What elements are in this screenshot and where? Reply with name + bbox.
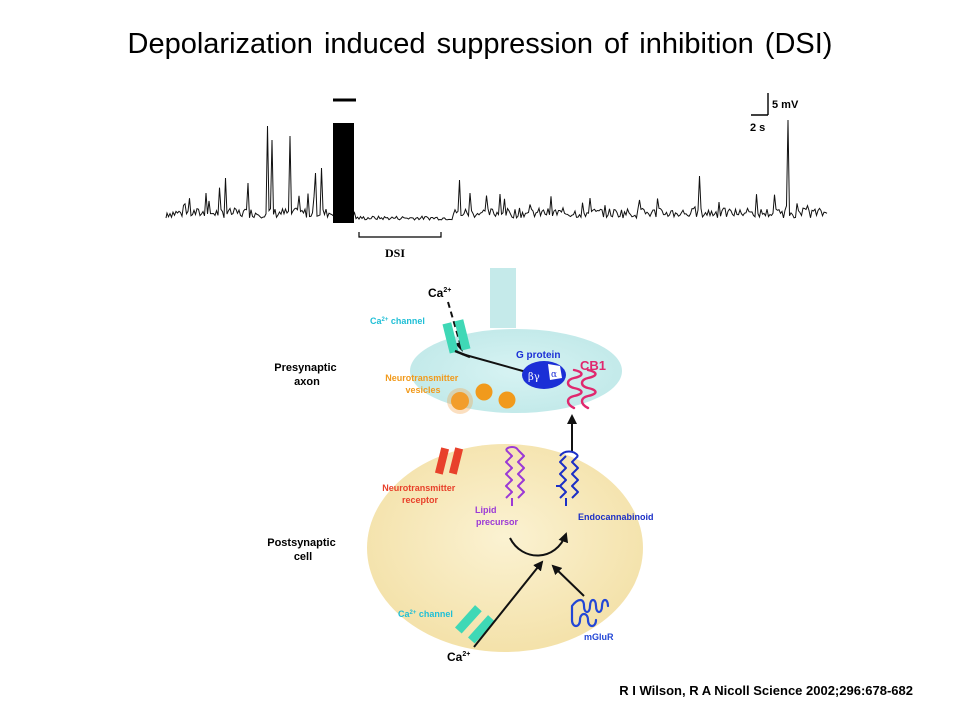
ca-ion-bottom-label: Ca2+ <box>447 650 470 664</box>
mglur-to-conversion-arrow <box>551 564 585 597</box>
dsi-depolarization-block <box>333 123 354 223</box>
cb1-label: CB1 <box>580 358 606 373</box>
dsi-bracket: DSI <box>358 232 442 260</box>
alpha-subunit-label: α <box>551 370 557 380</box>
endocannabinoid-icon <box>556 450 579 506</box>
ca-channel-top <box>442 319 471 354</box>
scale-time-label: 2 s <box>750 122 765 134</box>
ca-to-conversion-arrow <box>473 560 544 648</box>
nt-receptor-label: Neurotransmitter receptor <box>382 483 458 505</box>
ca-channel-bottom <box>454 605 495 644</box>
inhibition-bar <box>454 349 471 359</box>
page-title: Depolarization induced suppression of in… <box>127 28 833 60</box>
dsi-label: DSI <box>385 246 405 260</box>
postsynaptic-cell <box>367 444 643 652</box>
mglur-receptor-icon <box>570 598 610 628</box>
mglur-label: mGluR <box>584 632 614 642</box>
g-protein-label: G protein <box>516 350 560 361</box>
nt-vesicles-label: Neurotransmitter vesicles <box>385 373 461 395</box>
citation: R I Wilson, R A Nicoll Science 2002;296:… <box>619 683 913 698</box>
voltage-trace <box>165 119 828 223</box>
lipid-precursor-icon <box>505 446 525 506</box>
cb1-receptor-icon <box>566 368 597 410</box>
conversion-arc-arrow <box>509 532 569 557</box>
ca-channel-top-label: Ca2+ channel <box>370 316 425 326</box>
ca-ion-top-label: Ca2+ <box>428 286 451 300</box>
beta-gamma-subunit-label: βγ <box>528 372 540 383</box>
lipid-precursor-label: Lipid precursor <box>475 505 519 527</box>
scale-bar: 5 mV 2 s <box>750 93 799 134</box>
g-protein-inhibition-line <box>461 353 531 374</box>
postsynaptic-label: Postsynaptic cell <box>267 537 339 563</box>
scale-voltage-label: 5 mV <box>772 99 799 111</box>
endocannabinoid-label: Endocannabinoid <box>578 512 654 522</box>
g-protein: βγ α <box>522 361 566 389</box>
nt-receptor-icon <box>434 447 464 475</box>
nt-vesicles <box>447 383 516 414</box>
presynaptic-label: Presynaptic axon <box>274 362 339 388</box>
ca-channel-bottom-label: Ca2+ channel <box>398 609 453 619</box>
